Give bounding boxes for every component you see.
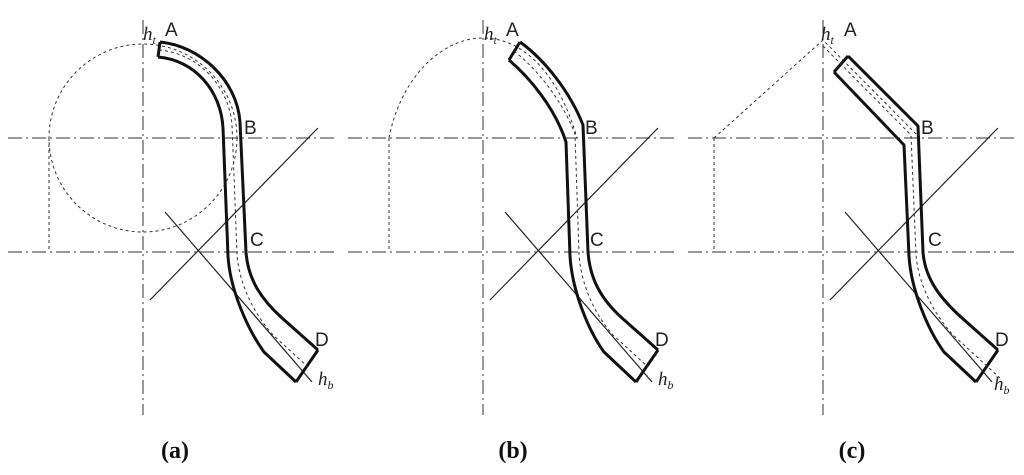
- point-label-c: C: [250, 230, 264, 251]
- panel-c: ht A B C D hb (c): [688, 20, 1015, 464]
- diagonal-line-rising: [149, 127, 319, 301]
- wall-outer-contour: [159, 40, 319, 352]
- construction-triangle: [713, 39, 921, 139]
- wall-end-cap-top: [156, 41, 162, 58]
- point-label-d: D: [315, 330, 329, 351]
- point-label-d: D: [655, 330, 669, 351]
- point-label-b: B: [585, 118, 598, 139]
- wall-inner-contour: [832, 70, 978, 384]
- point-label-c: C: [928, 230, 942, 251]
- point-label-a: A: [844, 20, 857, 41]
- top-height-label: ht: [821, 24, 835, 47]
- point-label-a: A: [506, 20, 519, 41]
- point-label-c: C: [590, 230, 604, 251]
- panel-caption-b: (b): [498, 438, 527, 464]
- top-height-label: ht: [484, 24, 498, 47]
- construction-arch: [388, 37, 578, 139]
- bottom-height-label: hb: [994, 374, 1010, 397]
- bottom-height-label: hb: [658, 369, 674, 392]
- wall-center-line: [513, 50, 649, 368]
- wall-outer-contour: [846, 54, 999, 352]
- wall-center-line: [822, 45, 1001, 379]
- point-label-d: D: [995, 330, 1009, 351]
- panel-b: ht A B C D hb (b): [348, 20, 675, 464]
- diagonal-line-rising: [489, 127, 659, 301]
- point-label-b: B: [921, 118, 934, 139]
- diagonal-line-falling: [164, 211, 313, 383]
- top-height-label: ht: [143, 24, 157, 47]
- bottom-height-label: hb: [318, 369, 334, 392]
- panel-caption-a: (a): [161, 438, 189, 464]
- wall-end-cap-bottom: [634, 349, 660, 383]
- wall-outer-contour: [519, 40, 659, 352]
- wall-inner-contour: [508, 58, 638, 384]
- point-label-b: B: [244, 118, 257, 139]
- panel-a: ht A B C D hb (a): [8, 20, 335, 464]
- wall-inner-contour: [157, 55, 298, 384]
- panel-caption-c: (c): [839, 438, 866, 464]
- point-label-a: A: [165, 20, 178, 41]
